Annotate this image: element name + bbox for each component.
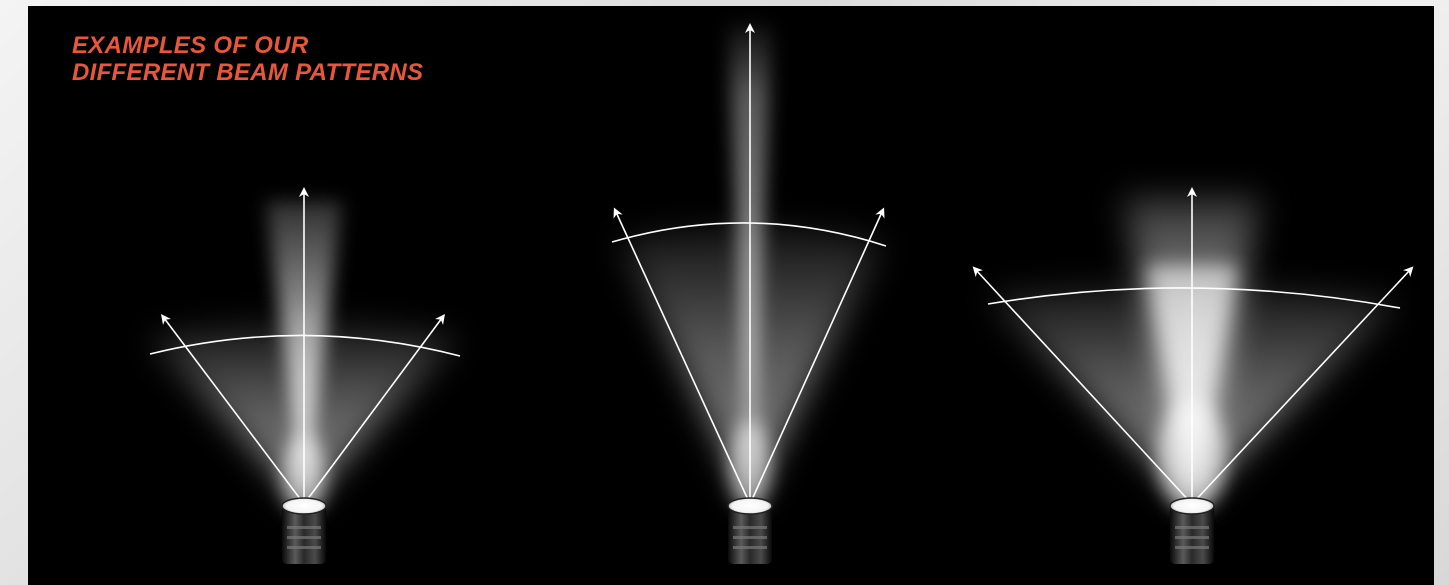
beam-diagrams: [28, 6, 1434, 585]
beam-2-glow: [618, 24, 884, 511]
flashlight-icon: [1170, 498, 1214, 564]
beam-pattern-wide: [976, 192, 1410, 564]
flashlight-icon: [728, 498, 772, 564]
beam-3-glow: [986, 196, 1400, 511]
beam-pattern-medium: [612, 24, 886, 564]
beam-patterns-panel: EXAMPLES OF OUR DIFFERENT BEAM PATTERNS: [28, 6, 1434, 585]
flashlight-icon: [282, 498, 326, 564]
beam-pattern-narrow: [148, 192, 460, 564]
